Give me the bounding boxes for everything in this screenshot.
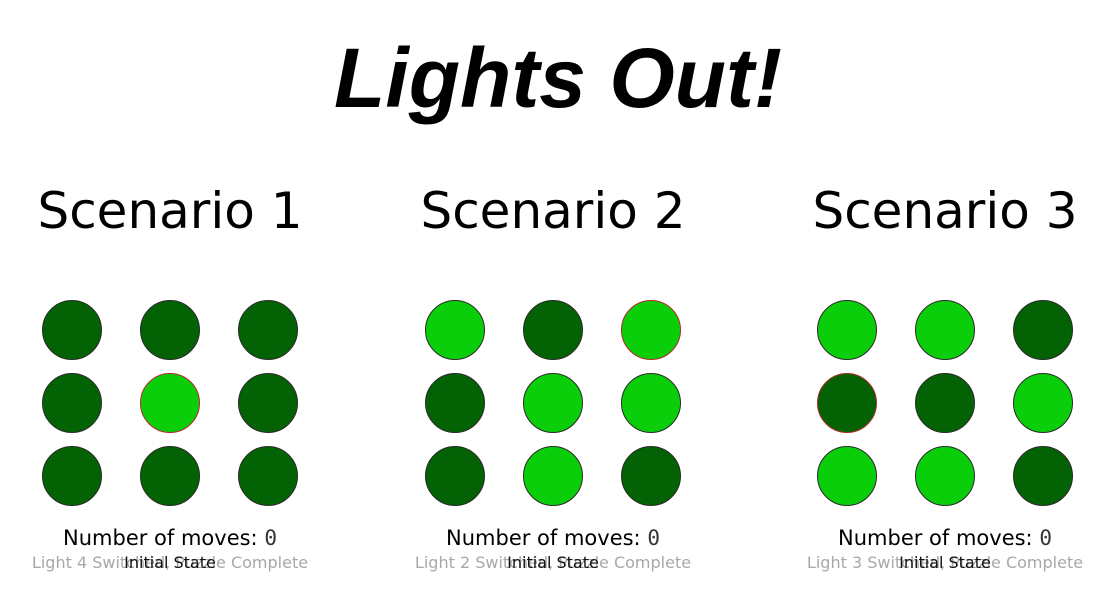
state-label: Initial State [124,553,216,572]
light-grid [20,300,320,520]
page-title: Lights Out! [334,31,782,125]
status-message: Light 3 Switched, Puzzle Complete [806,553,1084,572]
light-5-on[interactable] [140,373,200,433]
light-3-on[interactable] [621,300,681,360]
moves-counter: Number of moves: 0 [20,524,320,552]
light-5-on[interactable] [523,373,583,433]
state-label: Initial State [507,553,599,572]
status-area: Light 2 Switched, Puzzle Complete Initia… [403,553,703,575]
light-6-on[interactable] [621,373,681,433]
scenario-title: Scenario 3 [812,182,1078,240]
light-7-on[interactable] [817,446,877,506]
light-9-off[interactable] [621,446,681,506]
status-message: Light 4 Switched, Puzzle Complete [31,553,309,572]
moves-label: Number of moves: [446,526,641,550]
status-area: Light 4 Switched, Puzzle Complete Initia… [20,553,320,575]
moves-counter: Number of moves: 0 [795,524,1095,552]
light-grid [403,300,703,520]
moves-value: 0 [264,526,277,550]
light-4-off[interactable] [42,373,102,433]
status-area: Light 3 Switched, Puzzle Complete Initia… [795,553,1095,575]
light-7-off[interactable] [425,446,485,506]
light-2-off[interactable] [523,300,583,360]
light-2-off[interactable] [140,300,200,360]
light-7-off[interactable] [42,446,102,506]
moves-label: Number of moves: [838,526,1033,550]
moves-value: 0 [1039,526,1052,550]
light-9-off[interactable] [1013,446,1073,506]
light-4-off[interactable] [425,373,485,433]
status-message: Light 2 Switched, Puzzle Complete [414,553,692,572]
light-5-off[interactable] [915,373,975,433]
light-6-off[interactable] [238,373,298,433]
light-8-on[interactable] [523,446,583,506]
moves-label: Number of moves: [63,526,258,550]
scenario-title: Scenario 1 [37,182,303,240]
light-grid [795,300,1095,520]
light-3-off[interactable] [238,300,298,360]
light-3-off[interactable] [1013,300,1073,360]
moves-value: 0 [647,526,660,550]
light-4-off[interactable] [817,373,877,433]
light-8-on[interactable] [915,446,975,506]
light-1-off[interactable] [42,300,102,360]
moves-counter: Number of moves: 0 [403,524,703,552]
light-2-on[interactable] [915,300,975,360]
light-1-on[interactable] [817,300,877,360]
scenario-title: Scenario 2 [420,182,686,240]
light-1-on[interactable] [425,300,485,360]
light-6-on[interactable] [1013,373,1073,433]
light-8-off[interactable] [140,446,200,506]
state-label: Initial State [899,553,991,572]
light-9-off[interactable] [238,446,298,506]
